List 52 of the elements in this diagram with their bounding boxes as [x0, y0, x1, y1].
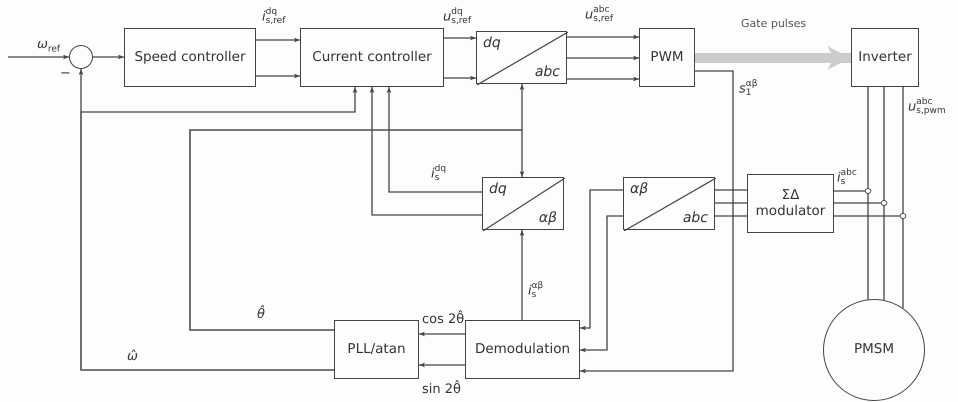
connector-line [715, 215, 747, 217]
coordinate-label: abc [682, 210, 708, 226]
sensor-line [834, 213, 906, 219]
controller-box [124, 28, 256, 87]
minus-sign: − [60, 66, 71, 81]
edge-label: Gate pulses [740, 18, 808, 30]
arrow [444, 36, 476, 40]
connector-line [867, 87, 869, 300]
arrow [444, 76, 476, 80]
arrow [256, 74, 300, 78]
sensor-line [834, 200, 888, 206]
box-label: ΣΔ modulator [754, 188, 826, 220]
connector-line [715, 189, 747, 191]
connector-line [883, 87, 885, 300]
summing-junction [69, 45, 93, 69]
pwm-box [639, 28, 695, 87]
box-label: Inverter [858, 50, 912, 66]
arrow [8, 54, 69, 60]
coordinate-label: αβ [630, 181, 648, 198]
coordinate-label: dq [483, 35, 501, 52]
arrow [93, 54, 124, 60]
demodulation-box [465, 320, 580, 379]
arrow [580, 70, 734, 374]
connector-line [715, 202, 747, 204]
arrow [580, 189, 623, 330]
arrow [567, 34, 639, 40]
box-label: Demodulation [474, 342, 570, 358]
arrow [567, 56, 639, 60]
arrow [189, 129, 524, 331]
box-label: Current controller [312, 50, 432, 66]
arrow [256, 38, 300, 42]
controller-box [300, 28, 444, 87]
box-label: PLL/atan [347, 342, 406, 358]
coordinate-label: dq [489, 181, 507, 198]
inverter-box [851, 28, 919, 87]
box-label: PWM [650, 50, 684, 66]
arrow [386, 87, 482, 193]
wide-arrow [695, 46, 851, 70]
arrow [419, 332, 465, 336]
box-label: PMSM [854, 342, 894, 358]
coordinate-label: abc [534, 64, 560, 80]
arrow [580, 215, 623, 352]
box-label: Speed controller [134, 50, 246, 66]
arrow [419, 362, 465, 368]
connector-line [902, 87, 904, 308]
arrow [520, 230, 524, 320]
arrow [370, 87, 482, 216]
arrow [567, 76, 639, 82]
coordinate-label: αβ [538, 210, 557, 226]
pll-box [334, 320, 419, 379]
sensor-line [834, 188, 872, 194]
modulator-box [747, 174, 834, 233]
